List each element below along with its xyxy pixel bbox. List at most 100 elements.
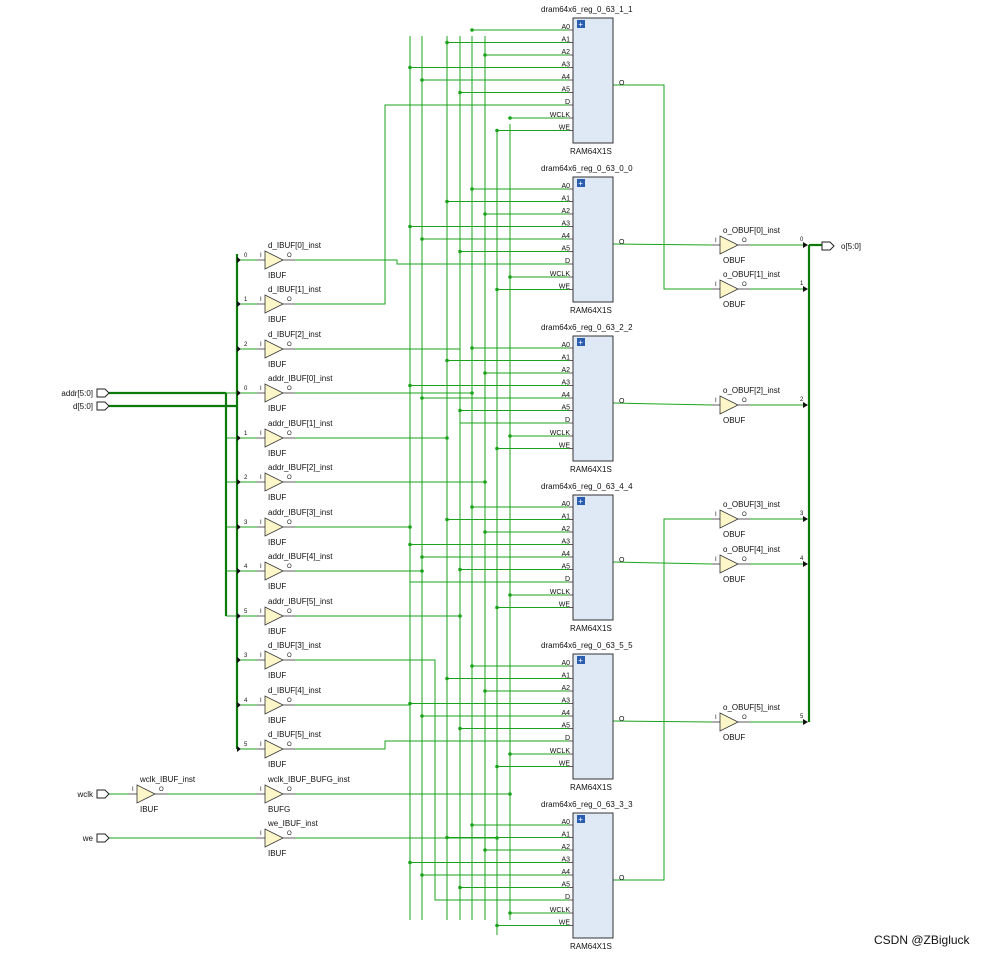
buffer-instance-label: d_IBUF[0]_inst (268, 241, 322, 250)
buffer-pin-i: I (715, 238, 717, 244)
buffer-pin-o: O (287, 475, 292, 481)
buffer-instance-label: d_IBUF[5]_inst (268, 730, 322, 739)
ram64x1s-block[interactable]: dram64x6_reg_0_63_4_4+A0A1A2A3A4A5DWCLKW… (541, 482, 633, 633)
buffer-pin-o: O (287, 297, 292, 303)
buffer-instance-label: addr_IBUF[4]_inst (268, 552, 333, 561)
input-port-wclk[interactable]: wclk (76, 789, 110, 799)
buffer-triangle-icon (136, 784, 156, 804)
buffer-pin-i: I (715, 398, 717, 404)
ram-body (572, 176, 614, 303)
buffer-type-label: IBUF (268, 849, 286, 858)
buffer-type-label: OBUF (723, 530, 745, 539)
ram-pin-label: A3 (561, 62, 570, 69)
buffer-triangle-icon (264, 561, 284, 581)
expand-plus-glyph: + (578, 338, 583, 347)
expand-plus-icon[interactable] (577, 815, 585, 823)
ram-pin-label: A1 (561, 832, 570, 839)
ram-body (572, 335, 614, 462)
ram-pin-label: D (565, 99, 570, 106)
net-junction (408, 860, 412, 865)
port-label: o[5:0] (841, 242, 861, 251)
net-junction (508, 911, 512, 915)
buffer-pin-i: I (260, 564, 262, 570)
ram64x1s-block[interactable]: dram64x6_reg_0_63_5_5+A0A1A2A3A4A5DWCLKW… (541, 641, 633, 792)
buffer-triangle-icon (719, 554, 739, 574)
ram-out-net (612, 720, 713, 723)
expand-plus-icon[interactable] (577, 497, 585, 505)
ram-pin-label: A5 (561, 723, 570, 730)
buffer-pin-o: O (287, 520, 292, 526)
ram-pin-label: WCLK (550, 112, 571, 119)
ram64x1s-block[interactable]: dram64x6_reg_0_63_0_0+A0A1A2A3A4A5DWCLKW… (541, 164, 633, 315)
ram-out-net (612, 402, 713, 406)
output-port-o[interactable]: o[5:0] (821, 241, 861, 251)
bus-index-label: 2 (244, 342, 248, 348)
buffer-instance-label: wclk_IBUF_inst (139, 775, 196, 784)
buffer-type-label: OBUF (723, 575, 745, 584)
ram-pin-label: A1 (561, 196, 570, 203)
buffer-pin-i: I (260, 297, 262, 303)
buffer-type-label: OBUF (723, 733, 745, 742)
net-junction (458, 726, 462, 731)
buffer-pin-i: I (260, 609, 262, 615)
buffer-triangle-icon (719, 712, 739, 732)
ram-pin-label: A2 (561, 526, 570, 533)
expand-plus-icon[interactable] (577, 179, 585, 187)
buffer-instance-label: o_OBUF[4]_inst (723, 545, 781, 554)
expand-plus-icon[interactable] (577, 20, 585, 28)
ram-pin-label: A5 (561, 246, 570, 253)
buffer-pin-i: I (715, 557, 717, 563)
input-port-addr[interactable]: addr[5:0] (61, 388, 110, 398)
port-arrow-icon (96, 388, 110, 398)
bus-tap-arrow-icon (237, 479, 241, 485)
ram64x1s-block[interactable]: dram64x6_reg_0_63_3_3+A0A1A2A3A4A5DWCLKW… (541, 800, 633, 951)
input-port-d[interactable]: d[5:0] (73, 401, 110, 411)
ram-type-label: RAM64X1S (570, 942, 612, 951)
bus-index-label: 4 (244, 564, 248, 570)
net-junction (483, 371, 487, 375)
buffer-pin-i: I (260, 431, 262, 437)
buffer-pin-o: O (742, 238, 747, 244)
buffer-pin-o: O (287, 431, 292, 437)
buffer-pin-i: I (260, 475, 262, 481)
ram-pin-label: A0 (561, 342, 570, 349)
ram-pin-label-out: O (619, 557, 625, 564)
ram-type-label: RAM64X1S (570, 783, 612, 792)
expand-plus-icon[interactable] (577, 338, 585, 346)
ram64x1s-block[interactable]: dram64x6_reg_0_63_1_1+A0A1A2A3A4A5DWCLKW… (541, 5, 633, 156)
d-net-1 (295, 104, 569, 305)
expand-plus-icon[interactable] (577, 656, 585, 664)
net-junction (420, 714, 424, 718)
ram-pin-label: A2 (561, 49, 570, 56)
buffer-instance-label: o_OBUF[5]_inst (723, 703, 781, 712)
ram-pin-label: A2 (561, 367, 570, 374)
net-junction (508, 116, 512, 120)
ram-instance-label: dram64x6_reg_0_63_1_1 (541, 5, 633, 14)
buffer-pin-i: I (260, 653, 262, 659)
ram-pin-label-out: O (619, 875, 625, 882)
input-port-we[interactable]: we (82, 833, 110, 843)
ram64x1s-block[interactable]: dram64x6_reg_0_63_2_2+A0A1A2A3A4A5DWCLKW… (541, 323, 633, 474)
